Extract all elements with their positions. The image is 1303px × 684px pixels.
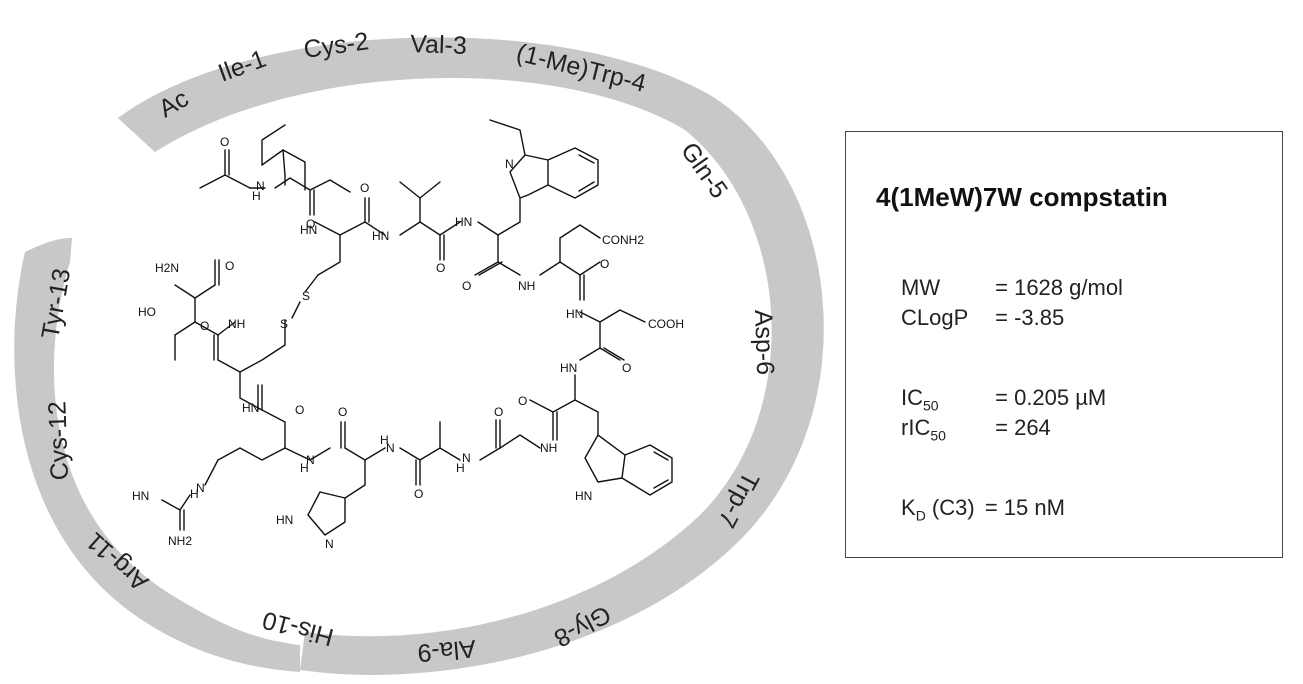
atom-nh-gln5: NH (518, 279, 535, 293)
residue-label-cys12: Cys-12 (43, 401, 74, 481)
atom-nh-ala9: H (456, 461, 465, 475)
prop-clogp-value: = -3.85 (995, 305, 1065, 330)
atom-nh-tyr13: NH (228, 317, 245, 331)
atom-nh-indole7: HN (575, 489, 592, 503)
atom-o-trp7: O (518, 394, 527, 408)
atom-s2: S (280, 317, 288, 331)
atom-nh-guan: H (190, 487, 199, 501)
ring-band-lower (14, 238, 300, 672)
atom-o-ile: O (306, 217, 315, 231)
atom-n-his10: N (386, 441, 395, 455)
atom-o-cys2: O (360, 181, 369, 195)
residue-label-val3: Val-3 (410, 30, 467, 60)
prop-kd: KD (C3) = 15 nM (901, 495, 1065, 523)
prop-mw: MW = 1628 g/mol (901, 275, 1123, 301)
prop-clogp-name: CLogP (901, 305, 969, 330)
prop-ric50-name: rIC50 (901, 415, 946, 444)
ring-band-upper (118, 37, 824, 675)
prop-mw-name: MW (901, 275, 941, 300)
atom-o-ala9: O (414, 487, 423, 501)
atom-ho: HO (138, 305, 156, 319)
atom-n-guan: N (196, 481, 205, 495)
atom-labels: O H N O HN O HN O HN N O NH CONH2 O HN C… (132, 135, 684, 551)
prop-ic50-value: = 0.205 µM (995, 385, 1107, 410)
atom-n-ala9: N (462, 451, 471, 465)
atom-hn-asp6: HN (566, 307, 583, 321)
prop-kd-value: = 15 nM (984, 495, 1065, 520)
atom-nh-his10: H (380, 433, 389, 447)
atom-hn-val3: HN (372, 229, 389, 243)
atom-conh2: CONH2 (602, 233, 644, 247)
atom-s1: S (302, 289, 310, 303)
atom-nh2-guan: NH2 (168, 534, 192, 548)
atom-o-gln5: O (600, 257, 609, 271)
residue-label-ala9: Ala-9 (416, 634, 477, 667)
molecule-structure (161, 119, 673, 536)
compound-title: 4(1MeW)7W compstatin (876, 182, 1168, 212)
atom-n-arg11: N (306, 453, 315, 467)
atom-hn-cys12: HN (242, 401, 259, 415)
atom-hn-cys2: HN (300, 223, 317, 237)
prop-kd-name: KD (C3) (901, 495, 975, 524)
ring-arrow-tail (118, 110, 170, 152)
atom-o-ac: O (220, 135, 229, 149)
atom-o-tyr13: O (225, 259, 234, 273)
atom-o-val3: O (436, 261, 445, 275)
atom-o-his10: O (338, 405, 347, 419)
atom-o-cys12: O (200, 319, 209, 333)
atom-nh-ile: H (252, 189, 261, 203)
atom-o-asp6: O (622, 361, 631, 375)
atom-n-indole: N (505, 157, 514, 171)
prop-ic50: IC50 = 0.205 µM (901, 385, 1106, 413)
atom-o-gly8: O (494, 405, 503, 419)
atom-nh-arg11: H (300, 461, 309, 475)
atom-o-arg11: O (295, 403, 304, 417)
atom-h2n: H2N (155, 261, 179, 275)
atom-hn-imid: HN (276, 513, 293, 527)
atom-n-imid: N (325, 537, 334, 551)
prop-mw-value: = 1628 g/mol (995, 275, 1123, 300)
atom-hn-trp4: HN (455, 215, 472, 229)
atom-hn-guan: HN (132, 489, 149, 503)
prop-ic50-name: IC50 (901, 385, 939, 414)
residue-label-asp6: Asp-6 (749, 309, 779, 375)
prop-ric50-value: = 264 (995, 415, 1051, 440)
atom-hn-trp7: HN (560, 361, 577, 375)
prop-ric50: rIC50 = 264 (901, 415, 1051, 443)
atom-cooh: COOH (648, 317, 684, 331)
atom-n-ile: N (256, 179, 265, 193)
atom-o-trp4: O (462, 279, 471, 293)
prop-clogp: CLogP = -3.85 (901, 305, 1064, 331)
atom-nh-gly8: NH (540, 441, 557, 455)
properties-box: 4(1MeW)7W compstatin MW = 1628 g/mol CLo… (845, 131, 1283, 558)
